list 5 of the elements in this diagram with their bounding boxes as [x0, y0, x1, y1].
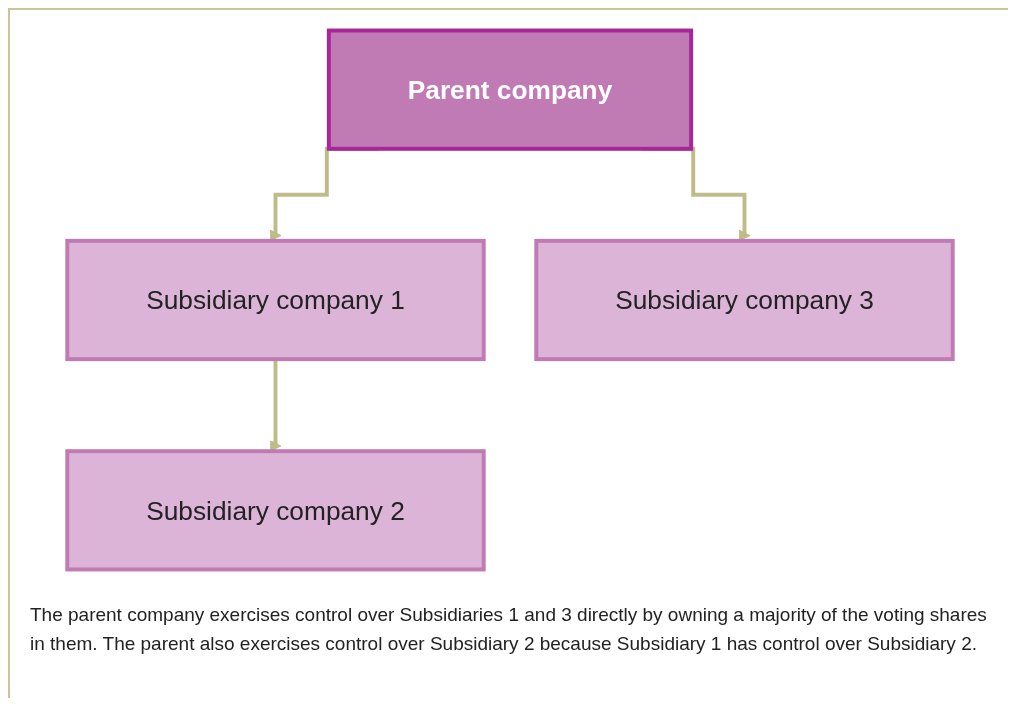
caption: The parent company exercises control over Subsidiaries 1 and 3 directly by owning a majority of the voting shares in them. The parent also exercises control over Subsidiary 2 because Subsidiary 1 has control over Subsidiary 2. [30, 603, 988, 656]
node-box: Parent company [326, 28, 694, 151]
node-box: Subsidiary company 2 [65, 449, 486, 572]
node-box: Subsidiary company 3 [534, 238, 955, 362]
node-box: Subsidiary company 1 [65, 238, 486, 362]
